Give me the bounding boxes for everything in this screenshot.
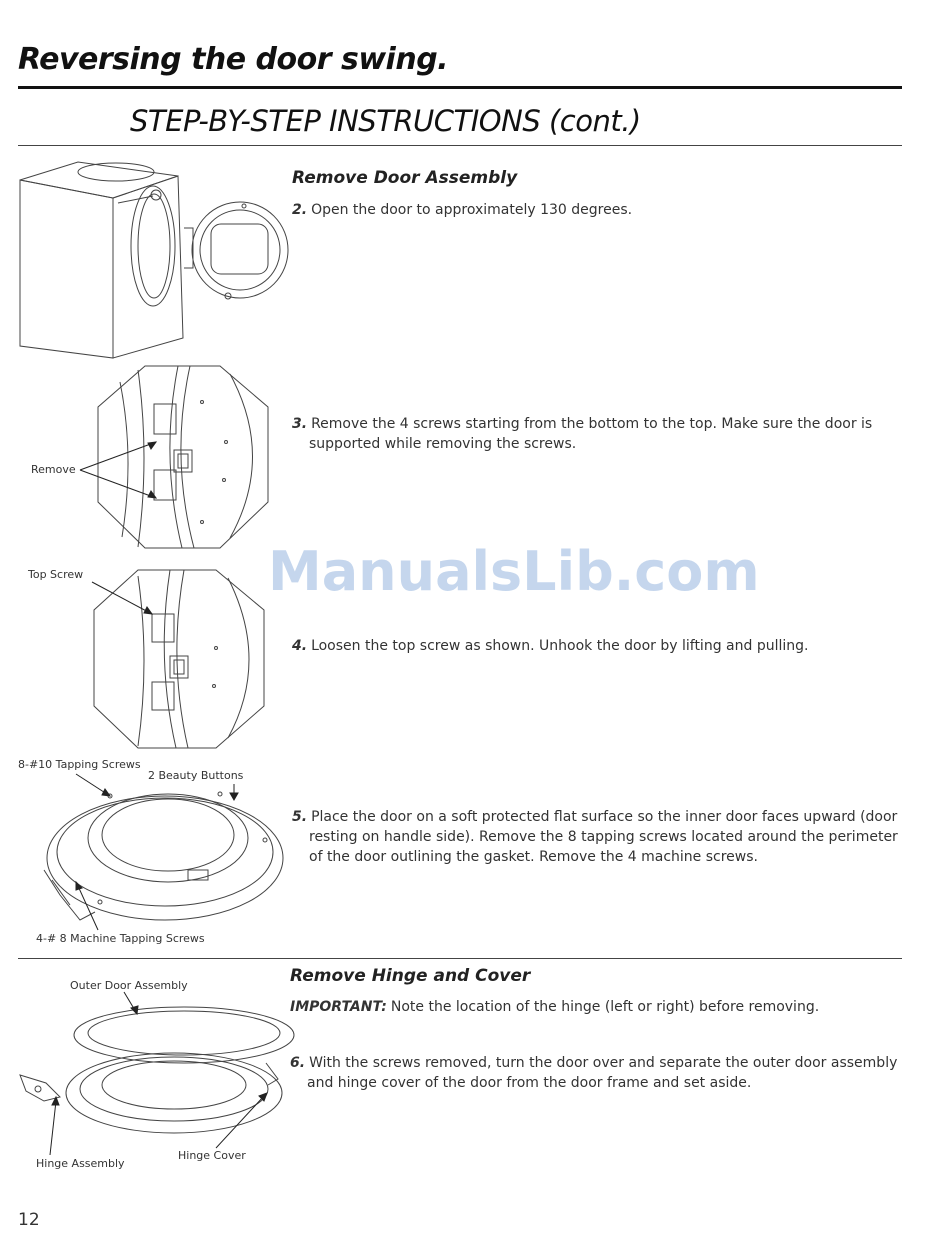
machine-screws-arrow: [70, 880, 110, 932]
label-machine-screws: 4-# 8 Machine Tapping Screws: [36, 932, 205, 945]
section-heading-remove-door: Remove Door Assembly: [292, 168, 518, 188]
hinge-assembly-arrow: [44, 1095, 64, 1157]
step-text: Place the door on a soft protected flat …: [309, 809, 898, 865]
step-3: 3.Remove the 4 screws starting from the …: [292, 414, 909, 454]
hinge-cover-arrow: [212, 1090, 272, 1152]
section-subtitle: STEP-BY-STEP INSTRUCTIONS (cont.): [130, 104, 641, 138]
section-heading-remove-hinge: Remove Hinge and Cover: [290, 966, 531, 986]
subtitle-rule: [18, 145, 902, 146]
important-text: Note the location of the hinge (left or …: [390, 999, 820, 1015]
step-number: 5.: [292, 809, 308, 825]
step-2: 2.Open the door to approximately 130 deg…: [292, 200, 909, 220]
important-note: IMPORTANT:Note the location of the hinge…: [290, 997, 900, 1017]
step-number: 6.: [290, 1055, 306, 1071]
door-flat-arrows: [74, 772, 244, 802]
title-rule: [18, 86, 902, 89]
label-beauty-buttons: 2 Beauty Buttons: [148, 769, 244, 782]
page-number: 12: [18, 1210, 40, 1230]
important-label: IMPORTANT:: [290, 999, 387, 1015]
section-divider: [18, 958, 902, 959]
step-number: 3.: [292, 416, 308, 432]
top-screw-arrow: [90, 580, 160, 620]
step-text: Open the door to approximately 130 degre…: [311, 202, 633, 218]
step-number: 2.: [292, 202, 308, 218]
label-top-screw: Top Screw: [28, 568, 84, 581]
outer-door-arrow: [118, 990, 148, 1016]
label-hinge-assembly: Hinge Assembly: [36, 1157, 125, 1170]
step-4: 4.Loosen the top screw as shown. Unhook …: [292, 636, 909, 656]
step-text: Loosen the top screw as shown. Unhook th…: [311, 638, 809, 654]
label-outer-door: Outer Door Assembly: [70, 979, 188, 992]
page-title: Reversing the door swing.: [18, 42, 449, 77]
step-text: Remove the 4 screws starting from the bo…: [309, 416, 873, 452]
dryer-open-door-illustration: [18, 158, 288, 363]
watermark: ManualsLib.com: [268, 540, 760, 603]
door-flat-illustration: [40, 780, 285, 930]
hinge-cover-illustration: [16, 1005, 286, 1145]
step-6: 6.With the screws removed, turn the door…: [290, 1053, 907, 1093]
remove-arrows: [78, 440, 168, 500]
step-number: 4.: [292, 638, 308, 654]
step-5: 5.Place the door on a soft protected fla…: [292, 807, 909, 867]
label-remove: Remove: [31, 463, 76, 476]
top-screw-illustration: [88, 566, 270, 752]
label-tapping-screws: 8-#10 Tapping Screws: [18, 758, 141, 771]
label-hinge-cover: Hinge Cover: [178, 1149, 246, 1162]
hinge-screws-illustration: [90, 362, 275, 552]
step-text: With the screws removed, turn the door o…: [307, 1055, 898, 1091]
